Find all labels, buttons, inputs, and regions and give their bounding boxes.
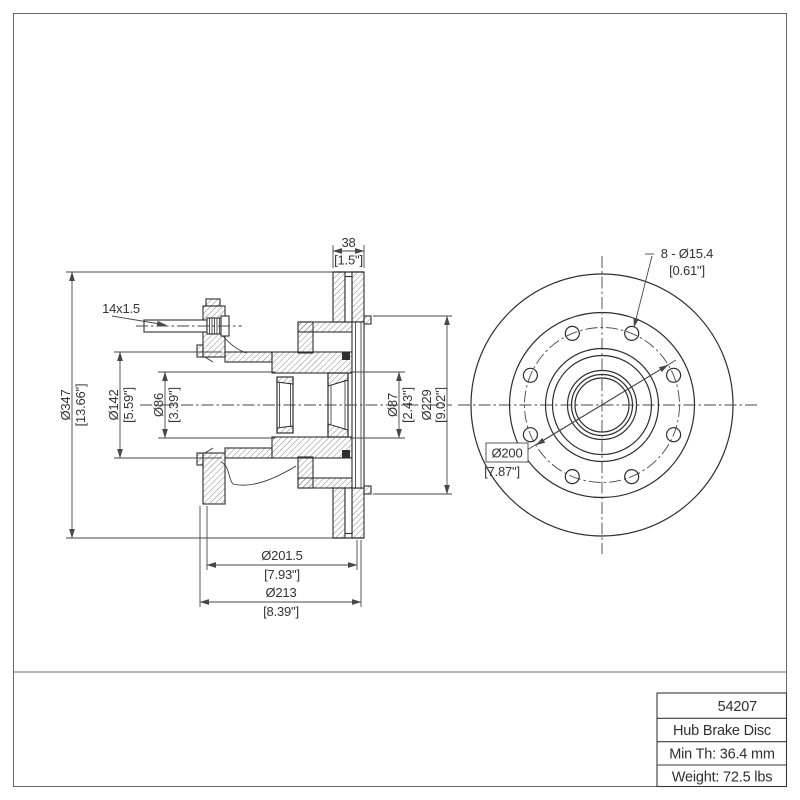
title-block: 54207 Hub Brake Disc Min Th: 36.4 mm Wei… [656,692,788,788]
bolt-circle-label-box [485,442,529,463]
stud-thread-label: 14x1.5 [102,301,140,316]
product-name: Hub Brake Disc [673,723,771,739]
stud-leader-line [111,315,167,327]
holes-count-label: 8 - Ø15.4 [661,246,713,261]
part-number: 54207 [718,699,757,715]
lug-holes [522,325,682,485]
min-thickness: Min Th: 36.4 mm [669,747,775,763]
dim-bore-inner-in: [3.39"] [166,387,181,423]
dim-flange-mm: Ø142 [106,389,121,420]
casting-curves [204,335,297,486]
weight: Weight: 72.5 lbs [672,770,773,786]
dim-mount-in: [8.39"] [263,604,299,619]
dim-mount-mm: Ø213 [265,585,296,600]
front-view: 8 - Ø15.4 [0.61"] Ø200 [7.87"] [458,246,758,554]
dim-pilot-in: [7.93"] [264,567,300,582]
dim-bore-outer-mm: Ø87 [385,393,400,417]
dim-width-in: [1.5"] [334,253,363,268]
bolt-circle-inch: [7.87"] [484,464,520,479]
dim-hat-mm: Ø229 [419,389,434,420]
section-dimensions: 38 [1.5"] Ø347 [13.66"] Ø142 [5.59"] Ø86… [58,235,452,619]
seal-square-bottom [342,450,350,458]
inner-bearing [276,376,294,434]
dim-flange-in: [5.59"] [121,387,136,423]
bolt-circle-label: Ø200 [491,446,522,461]
wheel-stud [136,315,242,337]
holes-count-inch: [0.61"] [669,263,705,278]
dim-hat-in: [9.02"] [433,387,448,423]
holes-leader-line [633,255,653,328]
dim-od-in: [13.66"] [73,384,88,427]
dim-bore-inner-mm: Ø86 [151,393,166,417]
dim-pilot-mm: Ø201.5 [261,548,302,563]
page-border [13,13,787,787]
seal-square-top [342,352,350,360]
dim-od-mm: Ø347 [58,389,73,420]
dim-bore-outer-in: [2.43"] [400,387,415,423]
dim-width-mm: 38 [341,235,355,250]
front-annotations: 8 - Ø15.4 [0.61"] Ø200 [7.87"] [484,246,713,479]
section-view: 38 [1.5"] Ø347 [13.66"] Ø142 [5.59"] Ø86… [58,235,452,619]
